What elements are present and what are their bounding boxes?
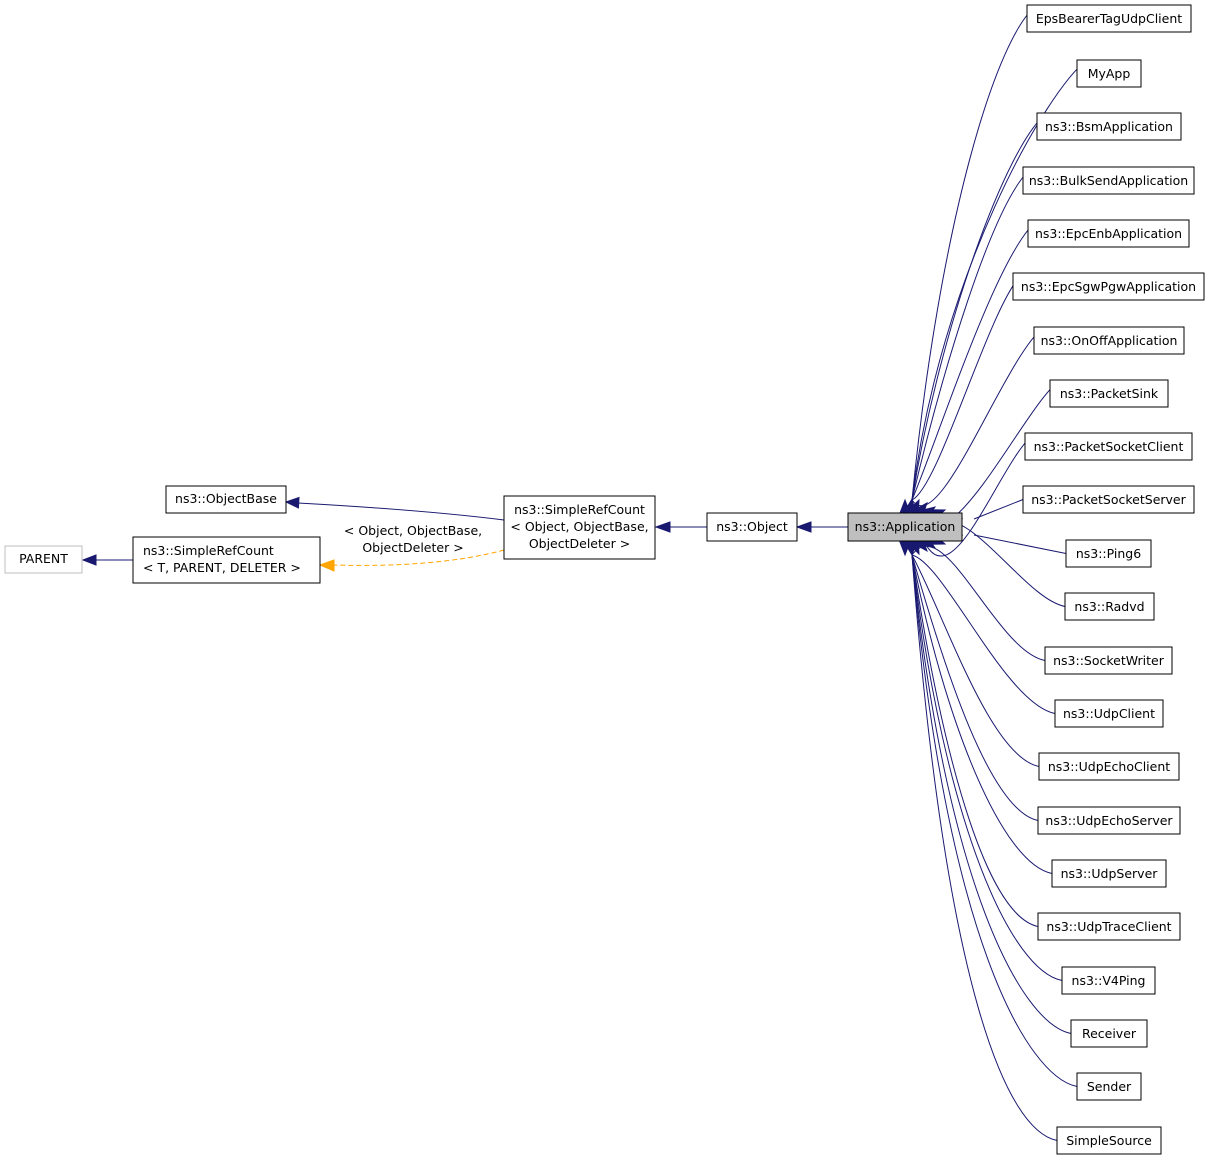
edge-epcenbapplication [911,219,1039,501]
node-epcsgwpgwapplication[interactable]: ns3::EpcSgwPgwApplication [1012,272,1205,301]
edge-template-instantiation [333,549,505,566]
node-onoffapplication-label: ns3::OnOffApplication [1041,333,1178,348]
edge-udptraceclient [911,554,1039,927]
arrowhead-object [795,521,812,533]
node-object-label: ns3::Object [716,519,788,534]
node-application[interactable]: ns3::Application [847,512,963,542]
edge-sender [911,554,1078,1087]
node-bsmapplication[interactable]: ns3::BsmApplication [1036,112,1182,141]
node-parent-label: PARENT [19,551,68,566]
edge-epsbearertagudpclient [911,4,1038,501]
edge-bulksendapplication [911,166,1034,501]
node-udpechoclient[interactable]: ns3::UdpEchoClient [1038,752,1180,781]
edge-simplerefcount-to-objectbase [297,502,505,521]
node-sender[interactable]: Sender [1076,1072,1142,1101]
node-ping6-label: ns3::Ping6 [1076,546,1141,561]
node-epcenbapplication[interactable]: ns3::EpcEnbApplication [1027,219,1190,248]
edge-packetsocketserver [973,499,1024,520]
node-ping6[interactable]: ns3::Ping6 [1065,539,1152,568]
node-udpechoserver-label: ns3::UdpEchoServer [1045,813,1173,828]
node-simplerefcount-object-line2: < Object, ObjectBase, [510,519,648,534]
node-epcenbapplication-label: ns3::EpcEnbApplication [1035,226,1182,241]
node-receiver-label: Receiver [1082,1026,1137,1041]
node-udptraceclient[interactable]: ns3::UdpTraceClient [1037,912,1181,941]
node-udpserver-label: ns3::UdpServer [1061,866,1159,881]
edge-myapp [911,59,1088,501]
node-packetsocketserver[interactable]: ns3::PacketSocketServer [1022,485,1195,514]
edge-bsmapplication [911,112,1048,501]
node-bulksendapplication[interactable]: ns3::BulkSendApplication [1022,166,1195,195]
node-epcsgwpgwapplication-label: ns3::EpcSgwPgwApplication [1021,279,1196,294]
edge-ping6 [973,534,1067,554]
edge-label-line1: < Object, ObjectBase, [344,523,482,538]
node-object[interactable]: ns3::Object [706,512,798,542]
node-epsbearertagudpclient-label: EpsBearerTagUdpClient [1036,11,1182,26]
node-socketwriter-label: ns3::SocketWriter [1053,653,1165,668]
node-bsmapplication-label: ns3::BsmApplication [1045,119,1173,134]
node-simplerefcount-object[interactable]: ns3::SimpleRefCount < Object, ObjectBase… [503,495,656,560]
node-simplesource[interactable]: SimpleSource [1056,1126,1162,1155]
arrowhead-objectbase [284,496,300,509]
node-udptraceclient-label: ns3::UdpTraceClient [1046,919,1171,934]
arrowhead-template [318,559,335,572]
arrowhead-application-13 [899,541,911,557]
node-packetsocketserver-label: ns3::PacketSocketServer [1031,492,1186,507]
edge-simplesource [911,554,1058,1141]
edge-udpechoserver [911,554,1039,821]
node-v4ping[interactable]: ns3::V4Ping [1061,966,1156,995]
node-packetsink[interactable]: ns3::PacketSink [1049,379,1169,408]
node-v4ping-label: ns3::V4Ping [1072,973,1146,988]
edge-udpclient [911,554,1056,714]
node-radvd[interactable]: ns3::Radvd [1064,592,1155,621]
child-nodes: EpsBearerTagUdpClientMyAppns3::BsmApplic… [1012,4,1205,1155]
edge-epcsgwpgwapplication [911,272,1024,501]
edge-receiver [911,554,1072,1034]
node-objectbase-label: ns3::ObjectBase [175,491,277,506]
node-simplerefcount-generic[interactable]: ns3::SimpleRefCount < T, PARENT, DELETER… [132,536,321,584]
node-udpclient[interactable]: ns3::UdpClient [1054,699,1164,728]
node-udpserver[interactable]: ns3::UdpServer [1051,859,1167,888]
edge-udpechoclient [911,554,1040,767]
node-application-label: ns3::Application [855,519,956,534]
node-packetsocketclient[interactable]: ns3::PacketSocketClient [1024,432,1193,461]
node-udpclient-label: ns3::UdpClient [1063,706,1155,721]
edge-udpserver [911,554,1053,874]
node-simplerefcount-generic-line2: < T, PARENT, DELETER > [143,560,301,575]
node-bulksendapplication-label: ns3::BulkSendApplication [1029,173,1188,188]
node-epsbearertagudpclient[interactable]: EpsBearerTagUdpClient [1026,4,1192,33]
node-sender-label: Sender [1087,1079,1132,1094]
edge-v4ping [911,554,1063,981]
arrowhead-simplerefcount [654,521,671,533]
arrowhead-parent [81,554,97,566]
node-simplerefcount-object-line3: ObjectDeleter > [529,536,630,551]
node-socketwriter[interactable]: ns3::SocketWriter [1044,646,1173,675]
node-simplerefcount-generic-line1: ns3::SimpleRefCount [143,543,274,558]
node-simplerefcount-object-line1: ns3::SimpleRefCount [514,502,645,517]
edge-label-line2: ObjectDeleter > [362,540,463,555]
node-packetsocketclient-label: ns3::PacketSocketClient [1034,439,1184,454]
node-onoffapplication[interactable]: ns3::OnOffApplication [1033,326,1185,355]
edge-onoffapplication [911,326,1045,507]
node-parent[interactable]: PARENT [4,545,83,574]
node-simplesource-label: SimpleSource [1066,1133,1152,1148]
node-receiver[interactable]: Receiver [1070,1019,1148,1048]
node-myapp-label: MyApp [1088,66,1131,81]
node-udpechoserver[interactable]: ns3::UdpEchoServer [1037,806,1181,835]
node-objectbase[interactable]: ns3::ObjectBase [165,485,287,514]
node-packetsink-label: ns3::PacketSink [1060,386,1159,401]
node-myapp[interactable]: MyApp [1076,59,1142,88]
node-radvd-label: ns3::Radvd [1074,599,1144,614]
node-udpechoclient-label: ns3::UdpEchoClient [1048,759,1170,774]
